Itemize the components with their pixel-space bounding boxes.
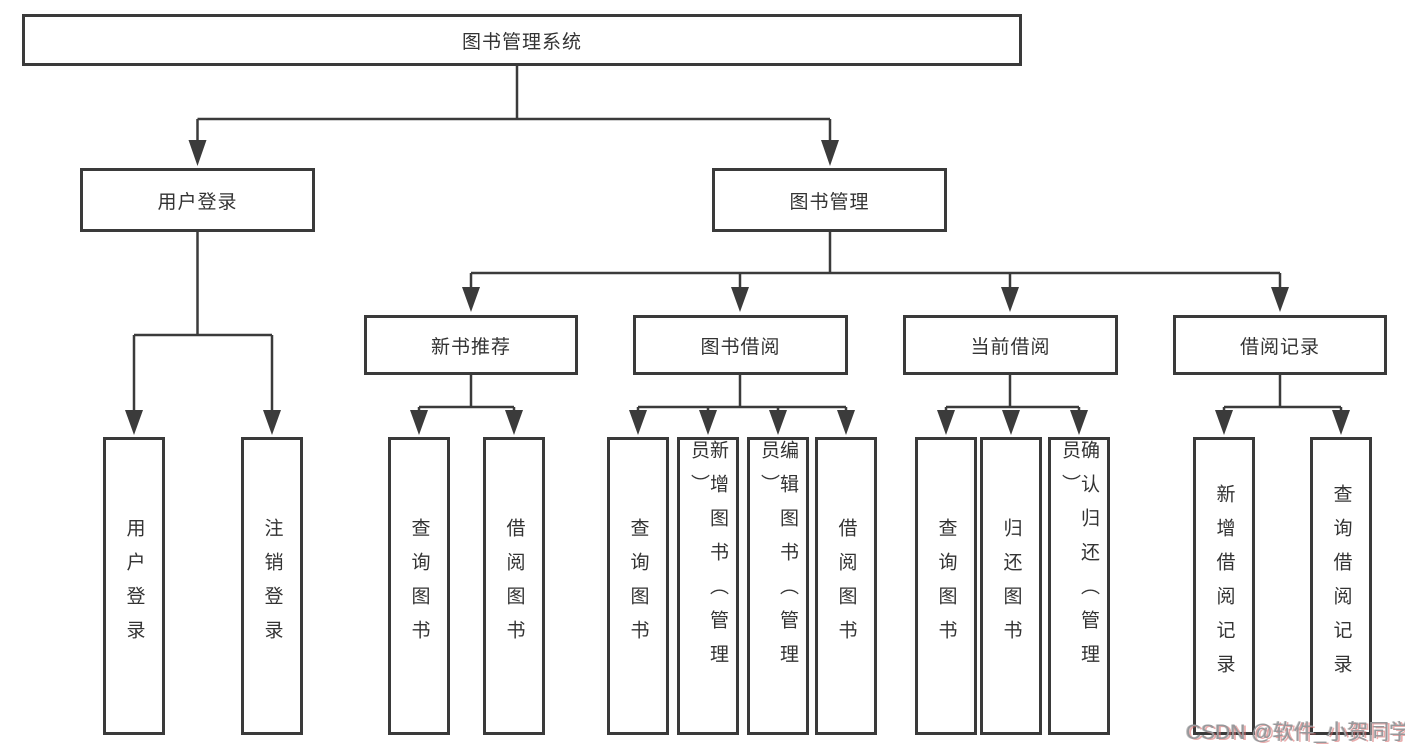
node-label: 用户登录 bbox=[157, 191, 238, 213]
leaf-return-books: 归还图书 bbox=[980, 437, 1042, 735]
leaf-query-borrow-record: 查询借阅记录 bbox=[1310, 437, 1372, 735]
node-book-borrow: 图书借阅 bbox=[633, 315, 848, 375]
leaf-query-books-recommend: 查询图书 bbox=[388, 437, 450, 735]
leaf-label: 查询图书 bbox=[935, 518, 957, 654]
leaf-edit-books-admin: 编辑图书（管理员） bbox=[747, 437, 809, 735]
leaf-add-borrow-record: 新增借阅记录 bbox=[1193, 437, 1255, 735]
node-library-system-root: 图书管理系统 bbox=[22, 14, 1022, 66]
leaf-label: 归还图书 bbox=[1000, 518, 1022, 654]
leaf-label: 用户登录 bbox=[123, 518, 145, 654]
leaf-borrow-books-recommend: 借阅图书 bbox=[483, 437, 545, 735]
leaf-label: 查询借阅记录 bbox=[1330, 484, 1352, 688]
connector-user-login bbox=[132, 232, 274, 411]
leaf-label: 确认归还（管理员） bbox=[1059, 440, 1099, 678]
node-label: 当前借阅 bbox=[970, 336, 1051, 358]
leaf-label: 查询图书 bbox=[627, 518, 649, 654]
node-label: 图书管理系统 bbox=[461, 31, 582, 53]
node-user-login: 用户登录 bbox=[80, 168, 315, 232]
leaf-query-books-borrow: 查询图书 bbox=[607, 437, 669, 735]
connector-current-borrow bbox=[944, 375, 1081, 412]
leaf-label: 借阅图书 bbox=[835, 518, 857, 654]
leaf-label: 查询图书 bbox=[408, 518, 430, 654]
node-label: 图书借阅 bbox=[700, 336, 781, 358]
node-new-book-recommend: 新书推荐 bbox=[364, 315, 578, 375]
connector-new-book bbox=[417, 375, 516, 412]
leaf-label: 注销登录 bbox=[261, 518, 283, 654]
leaf-add-books-admin: 新增图书（管理员） bbox=[677, 437, 739, 735]
node-borrow-records: 借阅记录 bbox=[1173, 315, 1387, 375]
leaf-confirm-return-admin: 确认归还（管理员） bbox=[1048, 437, 1110, 735]
node-current-borrow: 当前借阅 bbox=[903, 315, 1118, 375]
leaf-user-login: 用户登录 bbox=[103, 437, 165, 735]
node-label: 新书推荐 bbox=[430, 336, 511, 358]
leaf-label: 新增借阅记录 bbox=[1213, 484, 1235, 688]
leaf-label: 编辑图书（管理员） bbox=[758, 440, 798, 678]
arrowheads bbox=[125, 140, 1350, 435]
leaf-label: 借阅图书 bbox=[503, 518, 525, 654]
node-label: 借阅记录 bbox=[1239, 336, 1320, 358]
connector-book-management bbox=[469, 232, 1282, 288]
leaf-borrow-books: 借阅图书 bbox=[815, 437, 877, 735]
node-label: 图书管理 bbox=[789, 191, 870, 213]
connector-book-borrow bbox=[636, 375, 848, 412]
leaf-label: 新增图书（管理员） bbox=[688, 440, 728, 678]
connector-root bbox=[196, 66, 832, 141]
leaf-logout: 注销登录 bbox=[241, 437, 303, 735]
csdn-watermark: CSDN @软件_小贺同学 bbox=[1186, 721, 1405, 744]
node-book-management: 图书管理 bbox=[712, 168, 947, 232]
leaf-query-books-current: 查询图书 bbox=[915, 437, 977, 735]
connector-borrow-records bbox=[1222, 375, 1343, 412]
